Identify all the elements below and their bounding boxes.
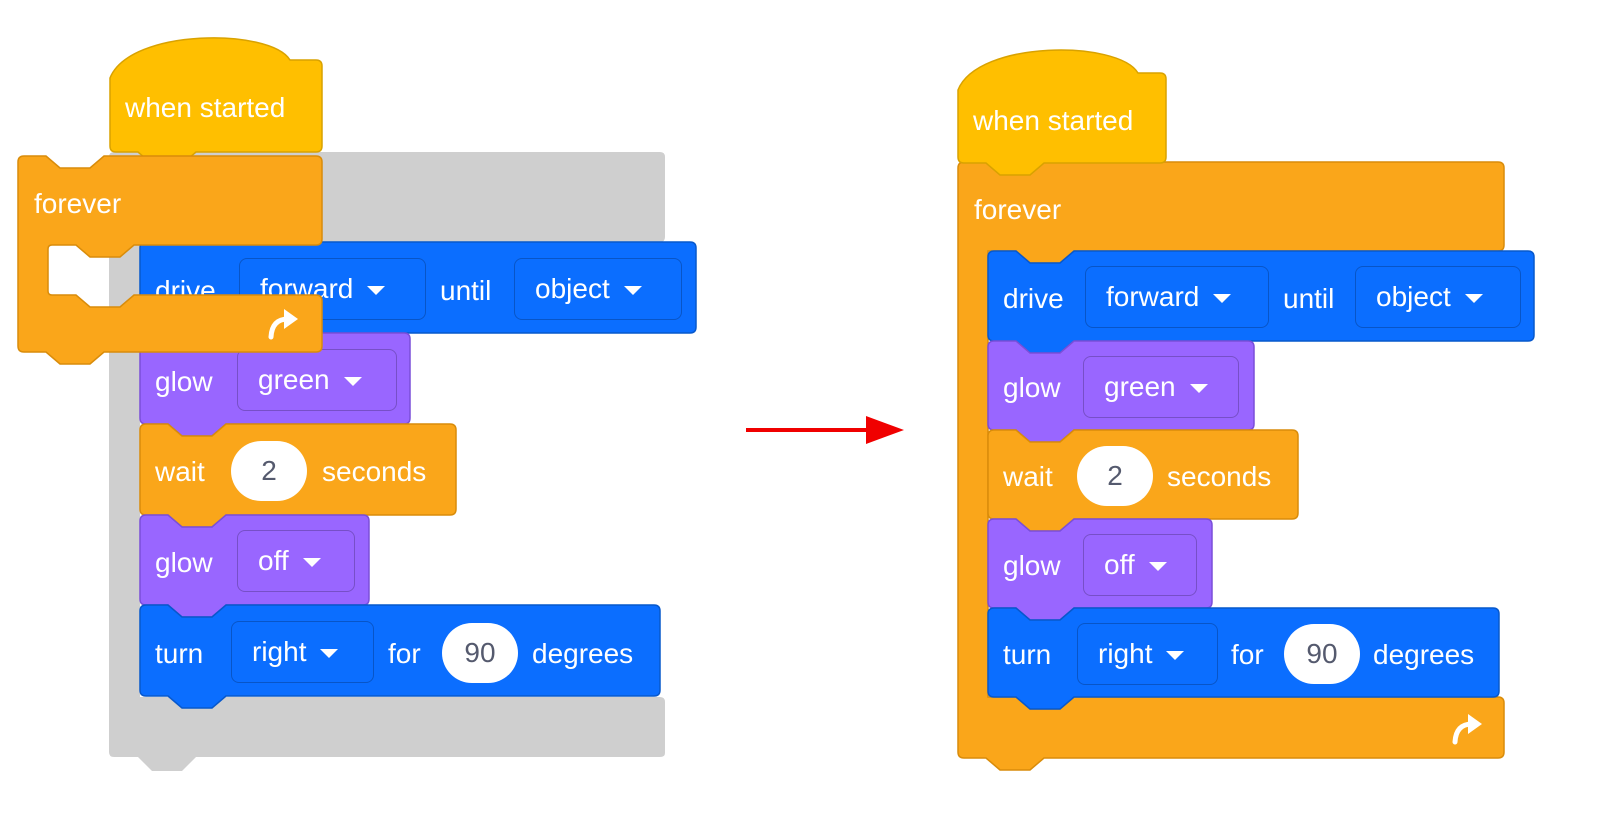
when-started-block-left[interactable] <box>0 0 760 818</box>
chevron-down-icon <box>367 286 386 295</box>
chevron-down-icon <box>320 649 339 658</box>
turn-direction-value: right <box>1098 638 1153 669</box>
until-target-dropdown-left[interactable]: object <box>514 258 682 320</box>
turn-block[interactable] <box>900 0 1615 818</box>
glow-off-value: off <box>1104 549 1135 580</box>
degrees-label-left: degrees <box>532 638 634 669</box>
loop-arrow-icon <box>1452 714 1482 745</box>
drive-label: drive <box>1003 283 1064 314</box>
chevron-down-icon <box>1166 651 1185 660</box>
until-label: until <box>1283 283 1335 314</box>
turn-direction-dropdown-left[interactable]: right <box>231 621 374 683</box>
chevron-down-icon <box>1189 384 1208 393</box>
when-started-block[interactable] <box>900 0 1615 818</box>
glow-off-dropdown-left[interactable]: off <box>237 530 355 592</box>
glow-label-left: glow <box>155 366 213 397</box>
when-started-label-left: when started <box>125 92 286 123</box>
turn-direction-dropdown[interactable]: right <box>1077 623 1218 685</box>
right-arrow-icon <box>746 416 904 444</box>
when-started-label: when started <box>973 105 1134 136</box>
after-state: forever when started drive forward until… <box>900 0 1615 818</box>
forever-label: forever <box>974 194 1062 225</box>
turn-degrees-input-left[interactable]: 90 <box>442 623 518 683</box>
turn-direction-value: right <box>252 636 307 667</box>
drive-direction-value: forward <box>1106 281 1200 312</box>
until-target-value: object <box>535 273 610 304</box>
glow-off-value: off <box>258 545 289 576</box>
until-target-dropdown[interactable]: object <box>1355 266 1521 328</box>
forever-label-left: forever <box>34 188 122 219</box>
chevron-down-icon <box>343 377 362 386</box>
turn-label-left: turn <box>155 638 204 669</box>
forever-block-dragging[interactable] <box>0 0 760 818</box>
chevron-down-icon <box>1464 294 1483 303</box>
for-label-left: for <box>388 638 421 669</box>
wait-label: wait <box>1003 461 1053 492</box>
seconds-label-left: seconds <box>322 456 427 487</box>
loop-arrow-icon <box>268 309 298 340</box>
degrees-label: degrees <box>1373 639 1475 670</box>
glow-off-dropdown[interactable]: off <box>1083 534 1197 596</box>
glow-label: glow <box>1003 372 1061 403</box>
wait-seconds-input-left[interactable]: 2 <box>231 441 307 501</box>
turn-degrees-input[interactable]: 90 <box>1284 624 1360 684</box>
drive-direction-dropdown[interactable]: forward <box>1085 266 1269 328</box>
chevron-down-icon <box>302 558 321 567</box>
until-target-value: object <box>1376 281 1451 312</box>
glow-off-label-left: glow <box>155 547 213 578</box>
forever-block[interactable] <box>900 0 1615 818</box>
for-label: for <box>1231 639 1264 670</box>
chevron-down-icon <box>623 286 642 295</box>
glow-color-value: green <box>1104 371 1176 402</box>
wait-label-left: wait <box>155 456 205 487</box>
glow-color-dropdown-left[interactable]: green <box>237 349 397 411</box>
until-label-left: until <box>440 275 492 306</box>
chevron-down-icon <box>1213 294 1232 303</box>
glow-off-label: glow <box>1003 550 1061 581</box>
turn-label: turn <box>1003 639 1052 670</box>
glow-color-dropdown[interactable]: green <box>1083 356 1239 418</box>
before-state: when started drive forward until object … <box>0 0 760 818</box>
seconds-label: seconds <box>1167 461 1272 492</box>
wait-seconds-input[interactable]: 2 <box>1077 446 1153 506</box>
chevron-down-icon <box>1148 562 1167 571</box>
glow-color-value: green <box>258 364 330 395</box>
